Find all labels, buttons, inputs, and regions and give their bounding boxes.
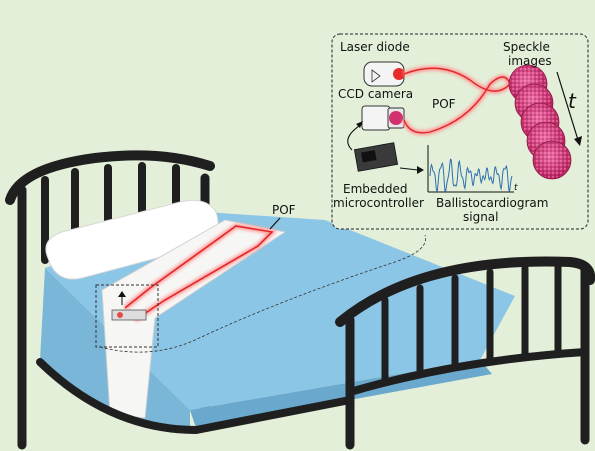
laser-diode-icon — [364, 62, 405, 86]
ccd-camera-label: CCD camera — [338, 87, 413, 101]
embedded-label-line1: Embedded — [343, 182, 408, 196]
speckle-label-line1: Speckle — [503, 40, 550, 54]
time-label: t — [568, 89, 577, 113]
bcg-label-line2: signal — [463, 210, 499, 224]
embedded-label-line2: microcontroller — [333, 196, 424, 210]
speckle-label-line2: images — [508, 54, 552, 68]
bcg-label-line1: Ballistocardiogram — [436, 196, 548, 210]
ccd-camera-icon — [362, 106, 404, 130]
speckle-texture — [534, 142, 570, 178]
bcg-time-label: t — [514, 183, 518, 193]
laser-diode-label: Laser diode — [340, 40, 410, 54]
pof-inset-label: POF — [432, 97, 456, 111]
inset-panel: Laser diode CCD camera POF Speckle image… — [332, 34, 588, 229]
pof-bed-label: POF — [272, 203, 296, 217]
